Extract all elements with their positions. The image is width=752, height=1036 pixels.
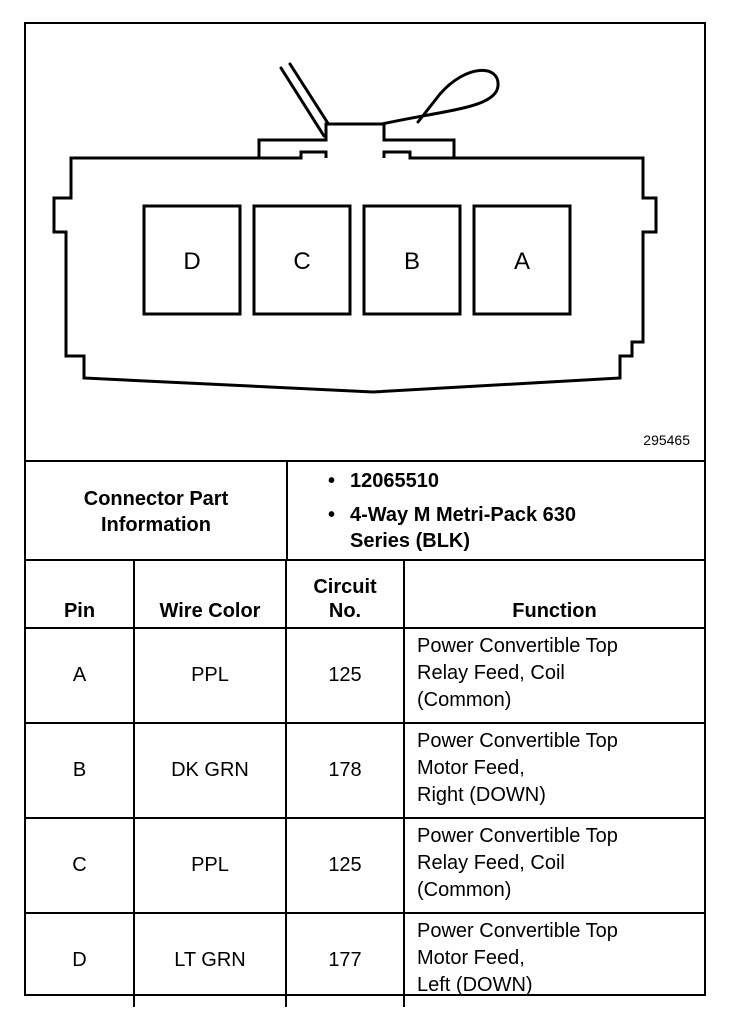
cell-function: Power Convertible Top Motor Feed, Right … — [403, 722, 704, 819]
info-item-part-number: • 12065510 — [328, 468, 640, 494]
cell-pin: C — [26, 817, 135, 914]
cell-pin: B — [26, 722, 135, 819]
bullet-icon: • — [328, 504, 336, 526]
cell-circuit: 178 — [285, 722, 405, 819]
cavity-label-a: A — [514, 248, 530, 275]
cavity-b — [362, 204, 462, 316]
info-label-cell: Connector Part Information — [26, 462, 288, 561]
header-circuit-text: Circuit No. — [313, 576, 377, 622]
info-item-text: 4-Way M Metri-Pack 630 Series (BLK) — [350, 504, 577, 552]
cavity-label-c: C — [293, 248, 310, 275]
locking-clip — [279, 66, 500, 138]
cell-circuit: 125 — [285, 627, 405, 724]
connector-latch-notch — [259, 150, 454, 160]
cavity-d — [142, 204, 242, 316]
connector-face-drawing: D C B A — [52, 62, 658, 394]
cell-circuit: 177 — [285, 912, 405, 1007]
connector-sheet: D C B A 295465 Connector Part Informatio… — [24, 22, 706, 1007]
cavity-a — [472, 204, 572, 316]
cavity-label-b: B — [404, 248, 420, 275]
header-wire-color: Wire Color — [133, 559, 287, 629]
bullet-icon: • — [328, 470, 336, 492]
table-row: D LT GRN 177 Power Convertible Top Motor… — [26, 912, 704, 1007]
header-pin: Pin — [26, 559, 135, 629]
cell-wire-color: PPL — [133, 817, 287, 914]
cell-wire-color: LT GRN — [133, 912, 287, 1007]
cell-pin: A — [26, 627, 135, 724]
cell-function: Power Convertible Top Relay Feed, Coil (… — [403, 817, 704, 914]
table-header-row: Pin Wire Color Circuit No. Function — [26, 559, 704, 629]
locking-clip-inner — [288, 62, 333, 130]
table-row: A PPL 125 Power Convertible Top Relay Fe… — [26, 627, 704, 724]
info-label: Connector Part Information — [83, 487, 229, 536]
header-circuit: Circuit No. — [285, 559, 405, 629]
cell-function: Power Convertible Top Relay Feed, Coil (… — [403, 627, 704, 724]
header-function: Function — [403, 559, 704, 629]
cavity-c — [252, 204, 352, 316]
connector-diagram: D C B A 295465 — [26, 24, 704, 460]
pinout-table: Pin Wire Color Circuit No. Function A PP… — [26, 559, 704, 1007]
info-item-text: 12065510 — [350, 470, 439, 492]
cell-circuit: 125 — [285, 817, 405, 914]
table-row: C PPL 125 Power Convertible Top Relay Fe… — [26, 817, 704, 914]
cavity-label-d: D — [183, 248, 200, 275]
connector-body — [52, 122, 658, 394]
info-list: • 12065510 • 4-Way M Metri-Pack 630 Seri… — [328, 468, 640, 562]
connector-part-info: Connector Part Information • 12065510 • … — [26, 460, 704, 561]
cell-wire-color: PPL — [133, 627, 287, 724]
cell-pin: D — [26, 912, 135, 1007]
info-item-description: • 4-Way M Metri-Pack 630 Series (BLK) — [328, 502, 640, 554]
cell-wire-color: DK GRN — [133, 722, 287, 819]
table-row: B DK GRN 178 Power Convertible Top Motor… — [26, 722, 704, 819]
figure-id: 295465 — [643, 432, 690, 448]
cell-function: Power Convertible Top Motor Feed, Left (… — [403, 912, 704, 1007]
